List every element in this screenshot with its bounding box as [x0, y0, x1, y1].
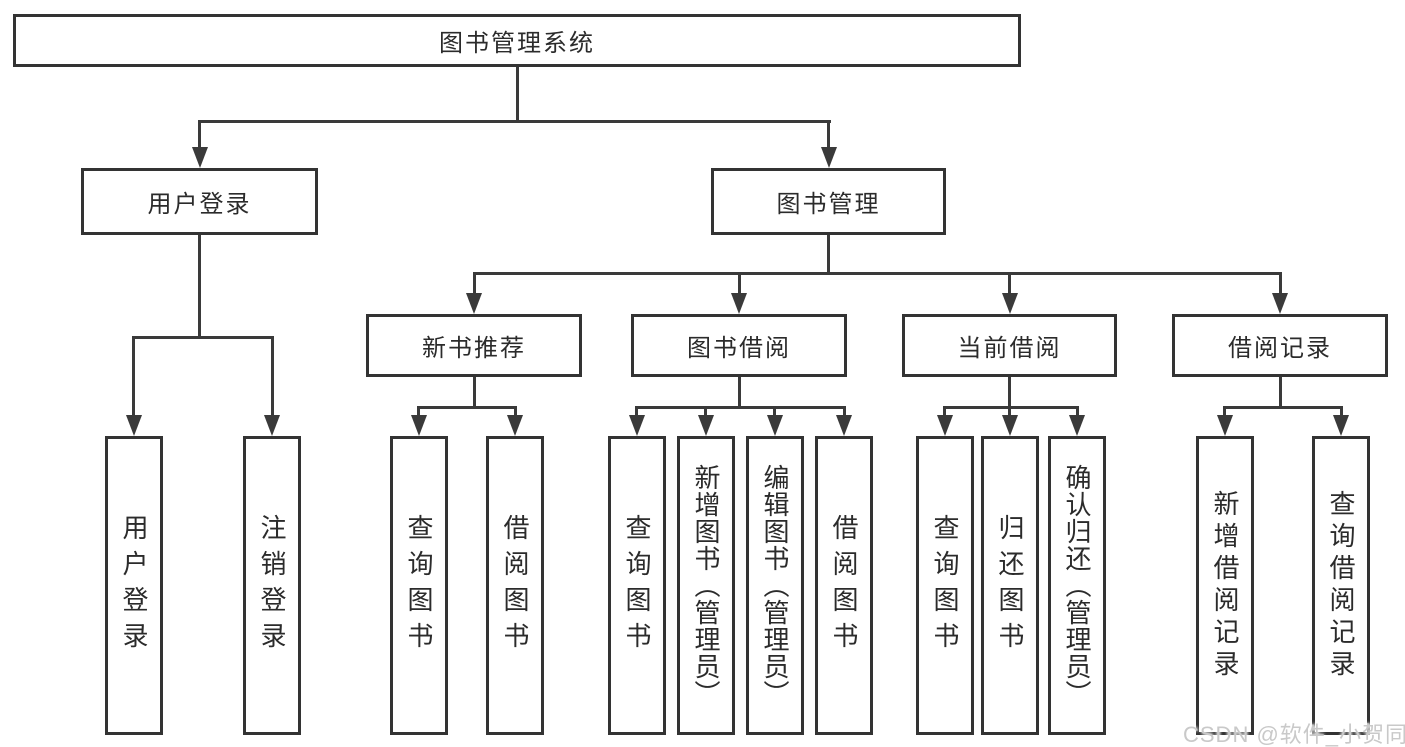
connector-root-stem [516, 67, 519, 123]
arrowhead-book-borrow [731, 293, 747, 314]
node-label: 图书管理 [776, 191, 881, 218]
leaf-query-borrow-record: 查询借阅记录 [1312, 436, 1370, 735]
leaf-label: 注销登录 [257, 513, 287, 658]
leaf-label: 编辑图书（管理员） [760, 464, 790, 707]
leaf-label: 查询图书 [930, 513, 960, 658]
connector-g3-stem [1008, 377, 1011, 409]
arrowhead-g3-leaf3 [1069, 415, 1085, 436]
connector-g2-stem [738, 377, 741, 409]
leaf-label: 查询图书 [622, 513, 652, 658]
leaf-user-login: 用户登录 [105, 436, 163, 735]
connector-g2-drop2 [704, 406, 707, 416]
leaf-query-books-current: 查询图书 [916, 436, 974, 735]
leaf-label: 借阅图书 [500, 513, 530, 658]
connector-drop-current-borrow [1008, 272, 1011, 295]
arrowhead-g4-leaf1 [1217, 415, 1233, 436]
leaf-label: 新增借阅记录 [1210, 489, 1240, 682]
leaf-label: 归还图书 [995, 513, 1025, 658]
leaf-add-borrow-record: 新增借阅记录 [1196, 436, 1254, 735]
arrowhead-current-borrow [1002, 293, 1018, 314]
arrowhead-g1-leaf1 [411, 415, 427, 436]
arrowhead-g4-leaf2 [1333, 415, 1349, 436]
arrowhead-g2-leaf4 [836, 415, 852, 436]
arrowhead-g2-leaf1 [629, 415, 645, 436]
connector-drop-book-borrow [738, 272, 741, 295]
node-book-management: 图书管理 [711, 168, 946, 235]
node-current-borrowing: 当前借阅 [902, 314, 1117, 377]
arrowhead-new-book [466, 293, 482, 314]
connector-g2-drop4 [843, 406, 846, 416]
leaf-label: 查询借阅记录 [1326, 489, 1356, 682]
connector-g3-drop3 [1076, 406, 1079, 416]
connector-root-hbar [198, 120, 831, 123]
arrowhead-g1-leaf2 [507, 415, 523, 436]
connector-drop-borrow-record [1279, 272, 1282, 295]
node-label: 用户登录 [147, 191, 252, 218]
leaf-label: 用户登录 [119, 513, 149, 658]
connector-g2-hbar [635, 406, 846, 409]
arrowhead-leaf-logout [264, 415, 280, 436]
leaf-borrow-books-borrowing: 借阅图书 [815, 436, 873, 735]
connector-g1-hbar [417, 406, 517, 409]
connector-drop-book-management [827, 120, 830, 150]
arrowhead-g2-leaf2 [698, 415, 714, 436]
leaf-return-books: 归还图书 [981, 436, 1039, 735]
connector-g3-drop1 [943, 406, 946, 416]
node-label: 新书推荐 [422, 335, 526, 362]
node-label: 借阅记录 [1228, 335, 1332, 362]
connector-drop-user-login [198, 120, 201, 150]
arrowhead-leaf-login [126, 415, 142, 436]
leaf-borrow-books-recommend: 借阅图书 [486, 436, 544, 735]
leaf-query-books-recommend: 查询图书 [390, 436, 448, 735]
node-label: 当前借阅 [957, 335, 1062, 362]
connector-drop-new-book [473, 272, 476, 295]
node-library-management-system: 图书管理系统 [13, 14, 1021, 67]
connector-g3-drop2 [1008, 406, 1011, 416]
connector-bookmgmt-hbar [473, 272, 1281, 275]
leaf-label: 新增图书（管理员） [691, 464, 721, 707]
connector-g3-hbar [943, 406, 1079, 409]
connector-g1-drop1 [417, 406, 420, 416]
connector-g4-drop1 [1223, 406, 1226, 416]
connector-bookmgmt-stem [827, 235, 830, 275]
leaf-query-books-borrowing: 查询图书 [608, 436, 666, 735]
leaf-edit-books-admin: 编辑图书（管理员） [746, 436, 804, 735]
arrowhead-book-management [821, 147, 837, 168]
leaf-label: 借阅图书 [829, 513, 859, 658]
arrowhead-borrow-record [1272, 293, 1288, 314]
node-user-login: 用户登录 [81, 168, 318, 235]
connector-g4-stem [1279, 377, 1282, 409]
leaf-add-books-admin: 新增图书（管理员） [677, 436, 735, 735]
leaf-confirm-return-admin: 确认归还（管理员） [1048, 436, 1106, 735]
node-label: 图书借阅 [687, 335, 791, 362]
connector-g1-stem [473, 377, 476, 409]
connector-g1-drop2 [514, 406, 517, 416]
arrowhead-g3-leaf2 [1002, 415, 1018, 436]
node-borrowing-records: 借阅记录 [1172, 314, 1388, 377]
connector-drop-leaf-login [132, 336, 135, 416]
node-new-book-recommendation: 新书推荐 [366, 314, 582, 377]
connector-drop-leaf-logout [271, 336, 274, 416]
connector-g4-drop2 [1340, 406, 1343, 416]
leaf-logout: 注销登录 [243, 436, 301, 735]
arrowhead-g2-leaf3 [767, 415, 783, 436]
connector-userlogin-stem [198, 235, 201, 339]
csdn-watermark: CSDN @软件_小贺同学 [1183, 722, 1405, 747]
leaf-label: 查询图书 [404, 513, 434, 658]
arrowhead-user-login [192, 147, 208, 168]
connector-g2-drop1 [635, 406, 638, 416]
connector-g4-hbar [1223, 406, 1343, 409]
connector-g2-drop3 [773, 406, 776, 416]
node-label: 图书管理系统 [439, 30, 595, 57]
arrowhead-g3-leaf1 [937, 415, 953, 436]
leaf-label: 确认归还（管理员） [1062, 464, 1092, 707]
node-book-borrowing: 图书借阅 [631, 314, 847, 377]
connector-userlogin-hbar [132, 336, 274, 339]
